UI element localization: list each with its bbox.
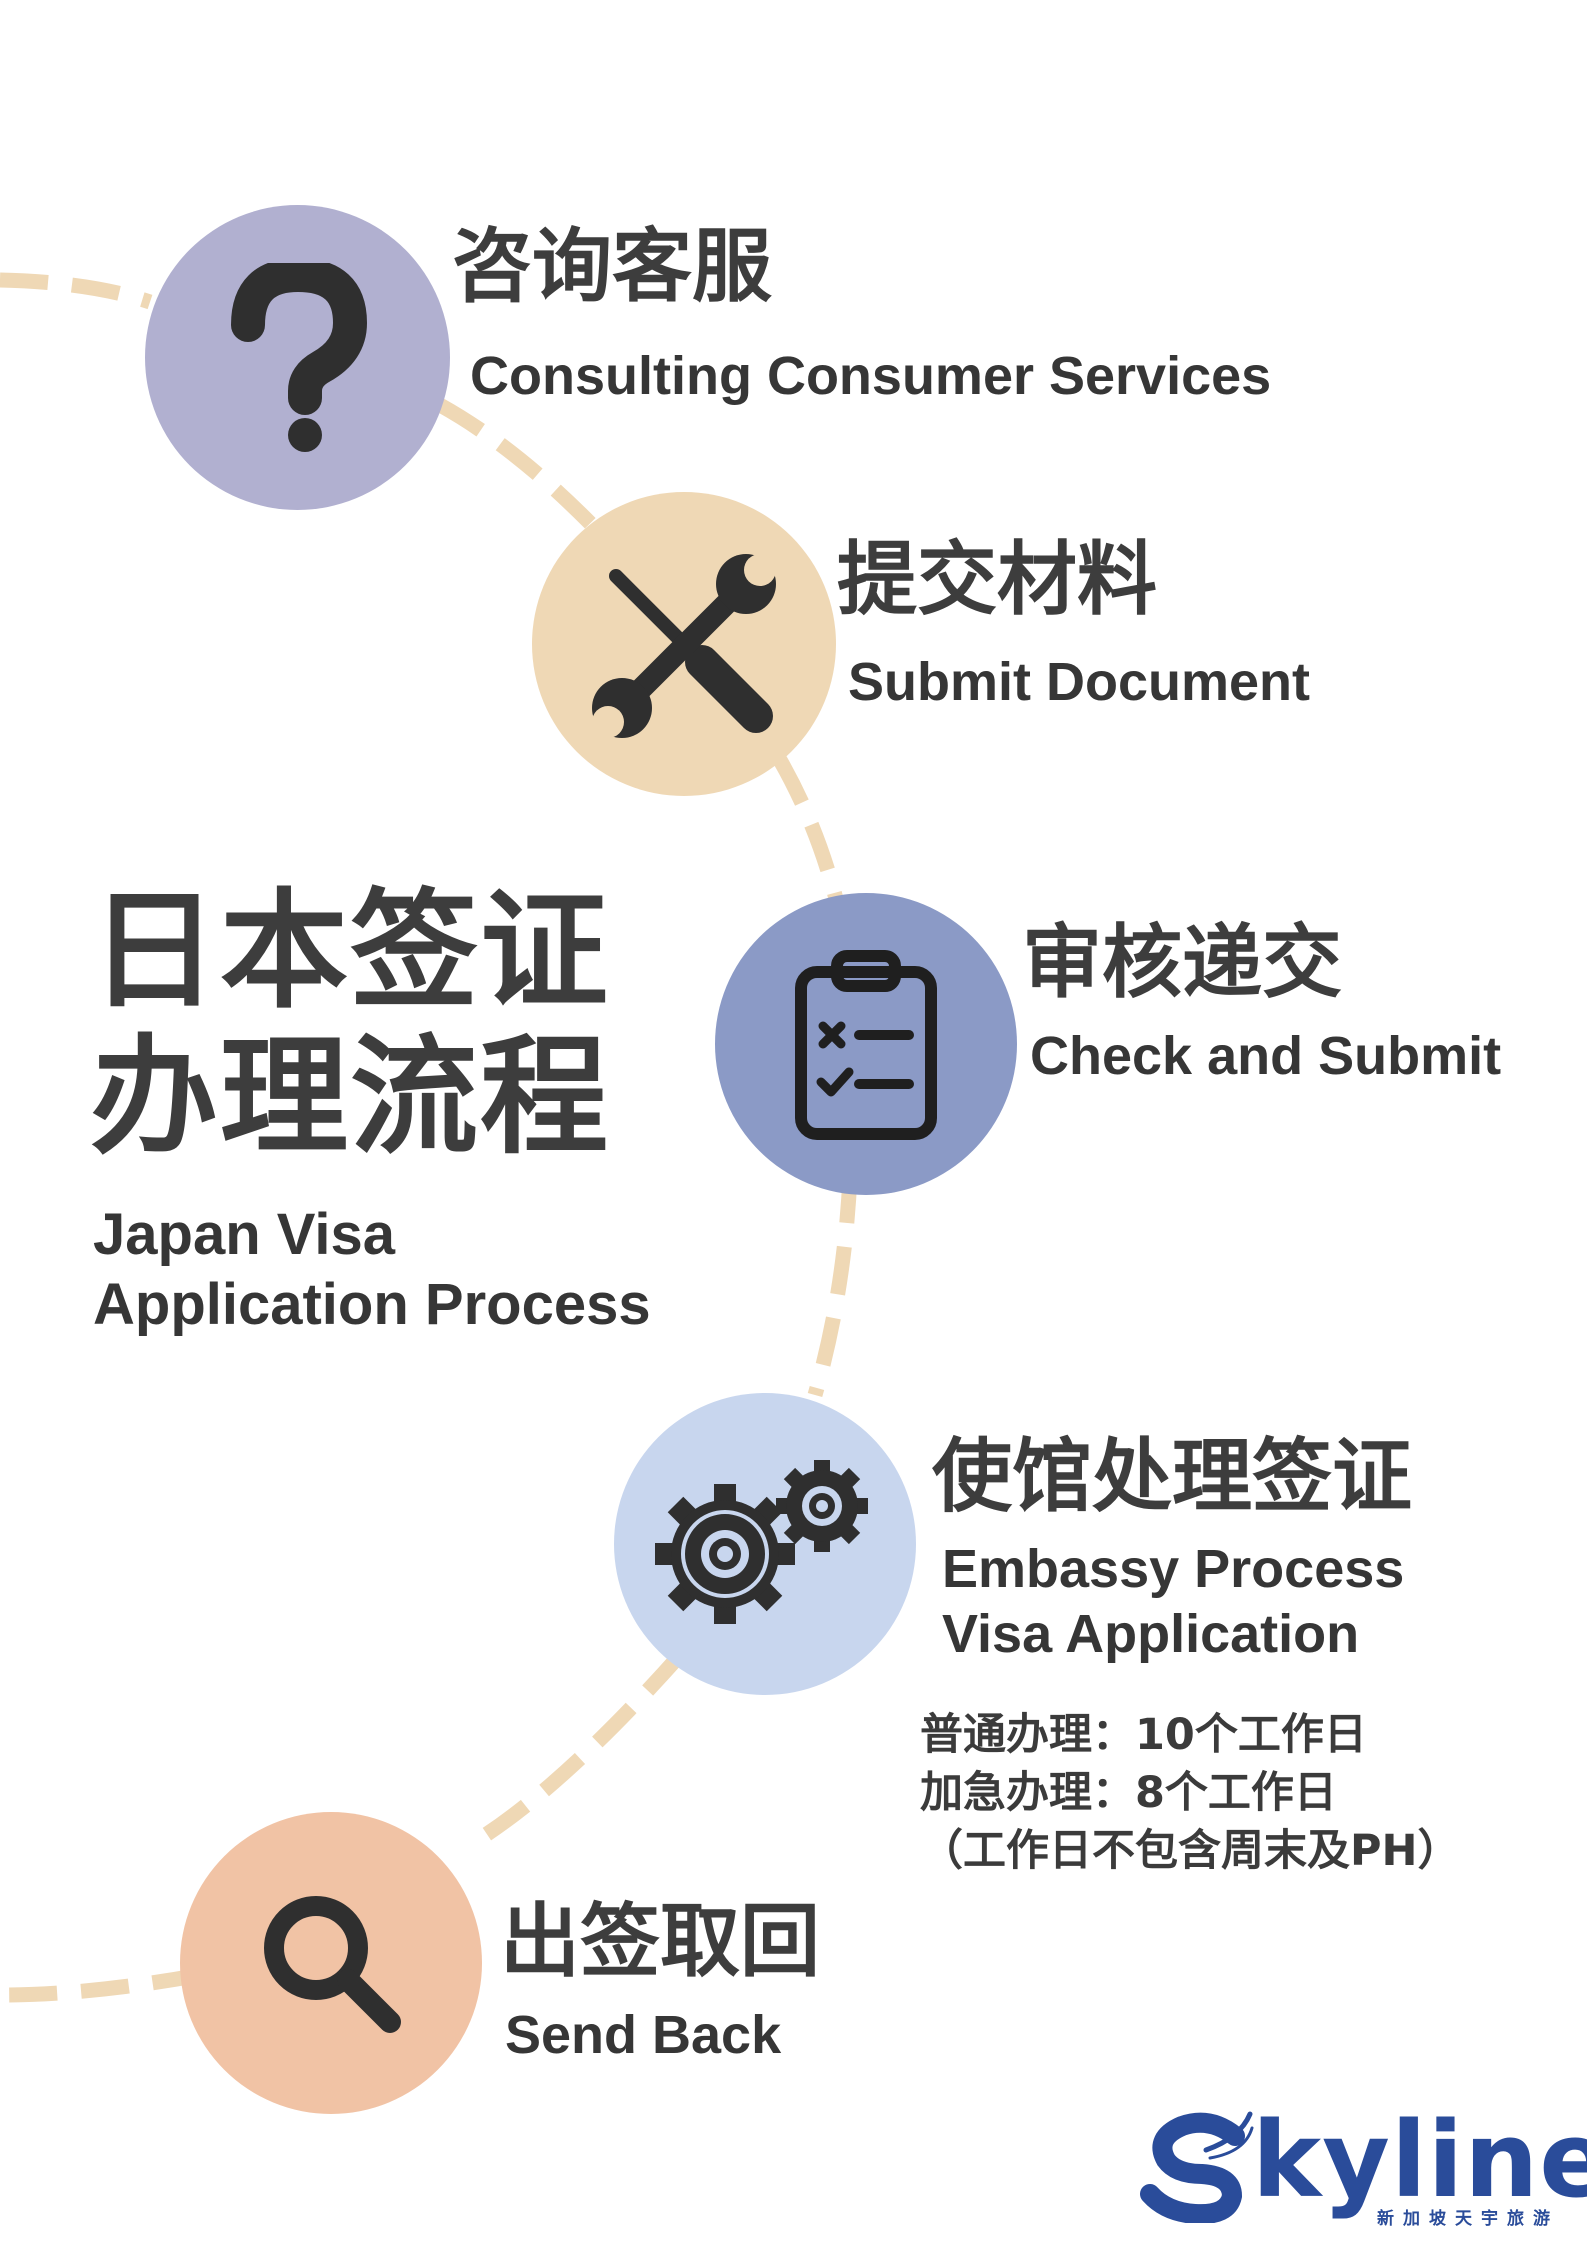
normal-processing-text: 普通办理：10个工作日 bbox=[920, 1710, 1367, 1760]
tools-icon bbox=[592, 554, 776, 738]
title-cn-line-1: 日本签证 bbox=[90, 877, 611, 1026]
step-4-en-line-2: Visa Application bbox=[942, 1604, 1360, 1664]
logo-wordmark: kyline bbox=[1252, 2099, 1587, 2221]
step-4-cn-label: 使馆处理签证 bbox=[932, 1430, 1412, 1523]
title-en-line-2: Application Process bbox=[93, 1272, 651, 1337]
step-4-circle bbox=[614, 1393, 916, 1695]
title-en-line-1: Japan Visa bbox=[93, 1202, 396, 1267]
step-3-circle bbox=[715, 893, 1017, 1195]
checklist-clipboard-icon bbox=[795, 950, 937, 1140]
processing-time-note: 普通办理：10个工作日 加急办理：8个工作日 （工作日不包含周末及PH） bbox=[920, 1706, 1461, 1880]
step-1-en-label: Consulting Consumer Services bbox=[470, 346, 1272, 406]
step-2-en-label: Submit Document bbox=[848, 652, 1311, 712]
working-day-remark: （工作日不包含周末及PH） bbox=[920, 1826, 1461, 1877]
step-1-cn-label: 咨询客服 bbox=[452, 220, 772, 313]
step-3-en-label: Check and Submit bbox=[1030, 1026, 1502, 1086]
step-1-circle bbox=[145, 205, 450, 510]
magnifier-icon bbox=[264, 1896, 401, 2033]
step-2-cn-label: 提交材料 bbox=[837, 533, 1157, 626]
gears-icon bbox=[655, 1460, 868, 1624]
step-2-circle bbox=[532, 492, 836, 796]
dragon-s-logo-icon bbox=[1140, 2111, 1254, 2223]
urgent-processing-text: 加急办理：8个工作日 bbox=[920, 1768, 1337, 1819]
title-cn-line-2: 办理流程 bbox=[90, 1023, 611, 1172]
step-4-en-line-1: Embassy Process bbox=[942, 1539, 1405, 1599]
step-3-cn-label: 审核递交 bbox=[1022, 916, 1342, 1009]
step-5-circle bbox=[180, 1812, 482, 2114]
question-mark-icon bbox=[230, 262, 367, 452]
step-5-cn-label: 出签取回 bbox=[500, 1895, 820, 1988]
step-5-en-label: Send Back bbox=[505, 2005, 782, 2065]
logo-subtitle: 新加坡天宇旅游 bbox=[1377, 2209, 1559, 2229]
skyline-logo: kyline 新加坡天宇旅游 bbox=[1140, 2108, 1587, 2229]
